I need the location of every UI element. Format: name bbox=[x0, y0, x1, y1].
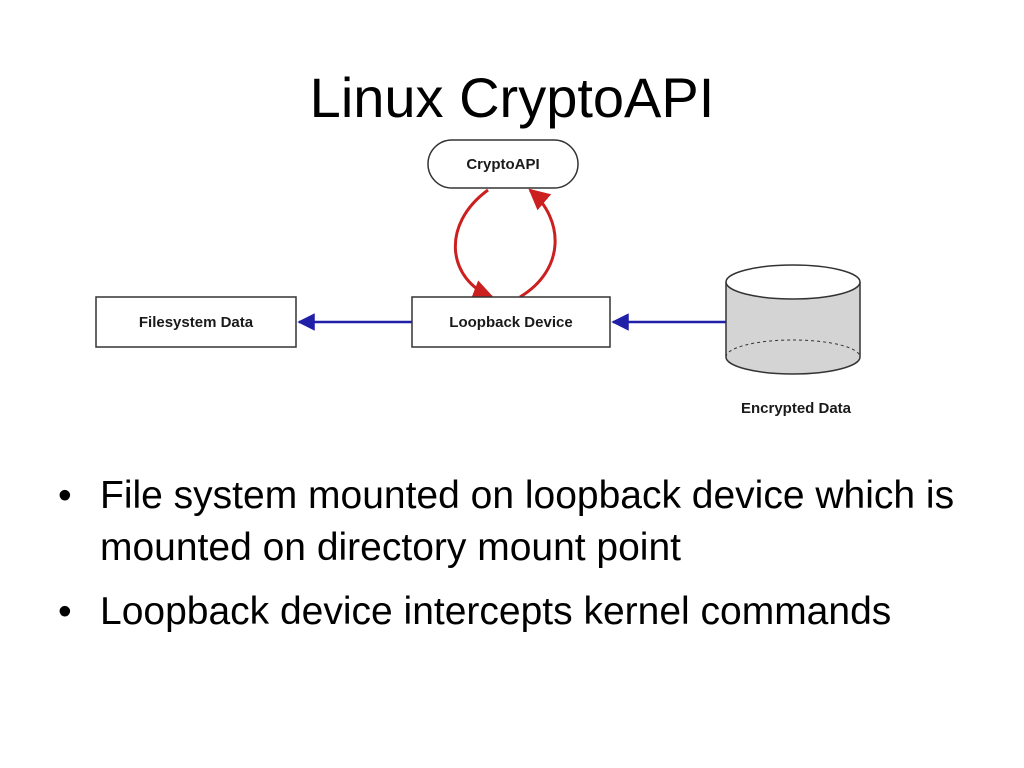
cylinder-body bbox=[725, 282, 861, 375]
bullet-list: • File system mounted on loopback device… bbox=[56, 470, 976, 650]
filesystem-data-label: Filesystem Data bbox=[139, 314, 254, 331]
bullet-text: Loopback device intercepts kernel comman… bbox=[100, 590, 892, 633]
slide-title: Linux CryptoAPI bbox=[309, 66, 715, 129]
bullet-text: File system mounted on loopback device w… bbox=[100, 474, 955, 569]
bullet-mark: • bbox=[58, 590, 72, 633]
encrypted-data-node: Encrypted Data bbox=[725, 264, 861, 417]
crypto-api-label: CryptoAPI bbox=[466, 156, 539, 173]
filesystem-data-shape bbox=[95, 296, 297, 348]
bullet-item: • Loopback device intercepts kernel comm… bbox=[56, 586, 976, 638]
cylinder-top bbox=[725, 264, 861, 300]
bullet-item: • File system mounted on loopback device… bbox=[56, 470, 976, 574]
loopback-device-node: Loopback Device bbox=[411, 296, 611, 348]
loopback-device-label: Loopback Device bbox=[449, 314, 572, 331]
filesystem-data-node: Filesystem Data bbox=[95, 296, 297, 348]
encrypted-data-label: Encrypted Data bbox=[741, 400, 852, 417]
crypto-api-shape bbox=[427, 139, 579, 189]
crypto-api-node: CryptoAPI bbox=[427, 139, 579, 189]
bullet-mark: • bbox=[58, 474, 72, 517]
loop-arrow-up bbox=[519, 188, 557, 299]
cylinder-hidden-edge bbox=[725, 339, 861, 358]
loop-arrow-down bbox=[453, 188, 494, 300]
